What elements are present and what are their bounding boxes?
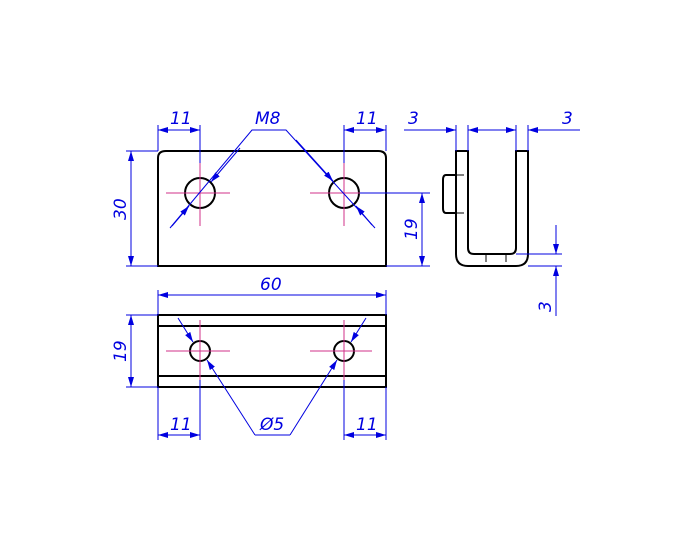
- centerlines: [166, 163, 372, 226]
- plan-view: 60 19 11 11 Ø5: [111, 275, 387, 440]
- dim-height-30: 30: [111, 198, 131, 220]
- dim-length-60: 60: [260, 275, 282, 295]
- nut-profile: [442, 174, 456, 214]
- dim-hole-height-19: 19: [402, 218, 422, 240]
- plan-outline: [157, 314, 387, 388]
- dim-wall-right-3: 3: [562, 109, 573, 129]
- side-view: 3 3 3: [404, 109, 580, 316]
- plan-dimensions: [126, 290, 387, 440]
- hole-diameter-label: Ø5: [259, 415, 284, 435]
- dim-plan-left-11: 11: [170, 415, 192, 435]
- dim-width-19: 19: [111, 340, 131, 362]
- thread-label: M8: [255, 109, 281, 129]
- dim-base-3: 3: [536, 301, 556, 312]
- dim-plan-right-11: 11: [356, 415, 378, 435]
- hidden-lines: [456, 174, 507, 266]
- plan-centerlines: [166, 320, 372, 380]
- dim-right-11: 11: [356, 109, 378, 129]
- front-outline: [157, 150, 387, 267]
- dim-left-11: 11: [170, 109, 192, 129]
- side-dimensions: [404, 125, 580, 316]
- side-outline: [455, 150, 529, 267]
- dim-wall-left-3: 3: [408, 109, 419, 129]
- front-view: 11 11 M8 30 19: [111, 109, 430, 267]
- front-dimensions: [126, 125, 430, 267]
